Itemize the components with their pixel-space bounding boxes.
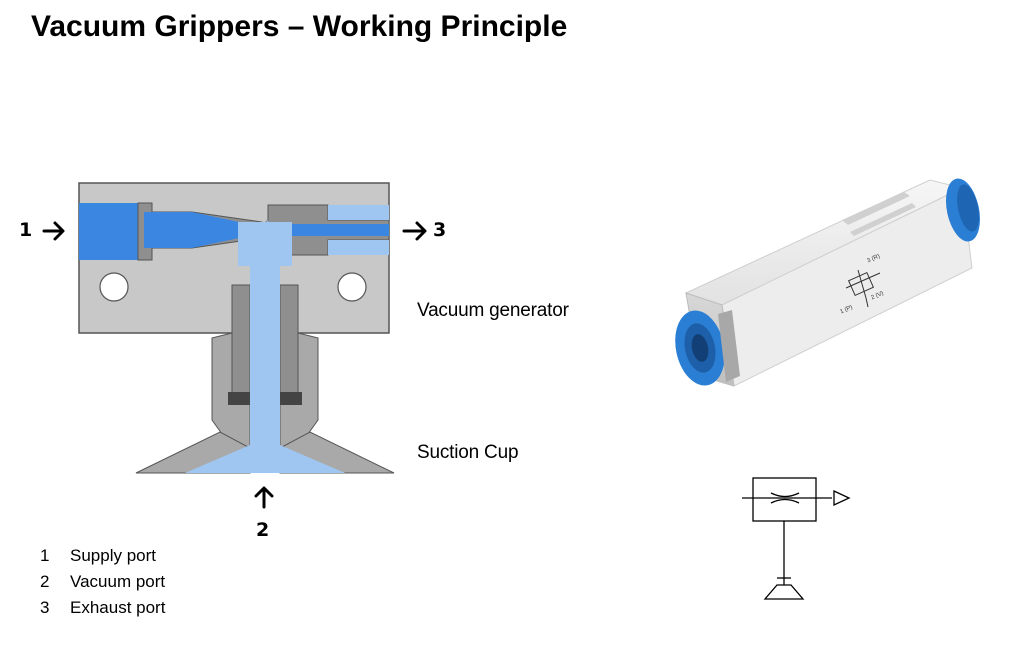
legend-number: 3 — [40, 598, 50, 617]
product-printed-symbol — [845, 269, 881, 308]
legend-label: Vacuum port — [70, 572, 166, 591]
exhaust-arrow — [402, 221, 427, 241]
caption-suction-cup: Suction Cup — [417, 442, 519, 463]
supply-channel — [79, 203, 144, 260]
legend-number: 2 — [40, 572, 50, 591]
mount-hole-right — [337, 272, 367, 302]
legend-item: 3 Exhaust port — [40, 595, 165, 621]
legend-label: Supply port — [70, 546, 156, 565]
exhaust-triangle-icon — [833, 489, 851, 507]
port-legend: 1 Supply port 2 Vacuum port 3 Exhaust port — [40, 543, 165, 621]
legend-item: 1 Supply port — [40, 543, 165, 569]
exhaust-fitting — [945, 178, 981, 242]
vacuum-path — [185, 262, 345, 473]
vacuum-arrow — [254, 486, 274, 509]
suction-cup-icon — [763, 584, 805, 600]
supply-arrow — [42, 221, 65, 241]
legend-label: Exhaust port — [70, 598, 166, 617]
legend-number: 1 — [40, 546, 50, 565]
exhaust-channel — [268, 224, 389, 236]
page-title: Vacuum Grippers – Working Principle — [31, 10, 568, 43]
supply-fitting — [675, 310, 740, 386]
port-number-vacuum: 2 — [256, 519, 270, 541]
port-number-supply: 1 — [19, 219, 33, 241]
venturi-restriction-icon — [770, 492, 800, 498]
legend-item: 2 Vacuum port — [40, 569, 165, 595]
nozzle-jet — [144, 212, 258, 248]
caption-vacuum-generator: Vacuum generator — [417, 300, 569, 321]
mount-hole-left — [99, 272, 129, 302]
port-number-exhaust: 3 — [433, 219, 447, 241]
